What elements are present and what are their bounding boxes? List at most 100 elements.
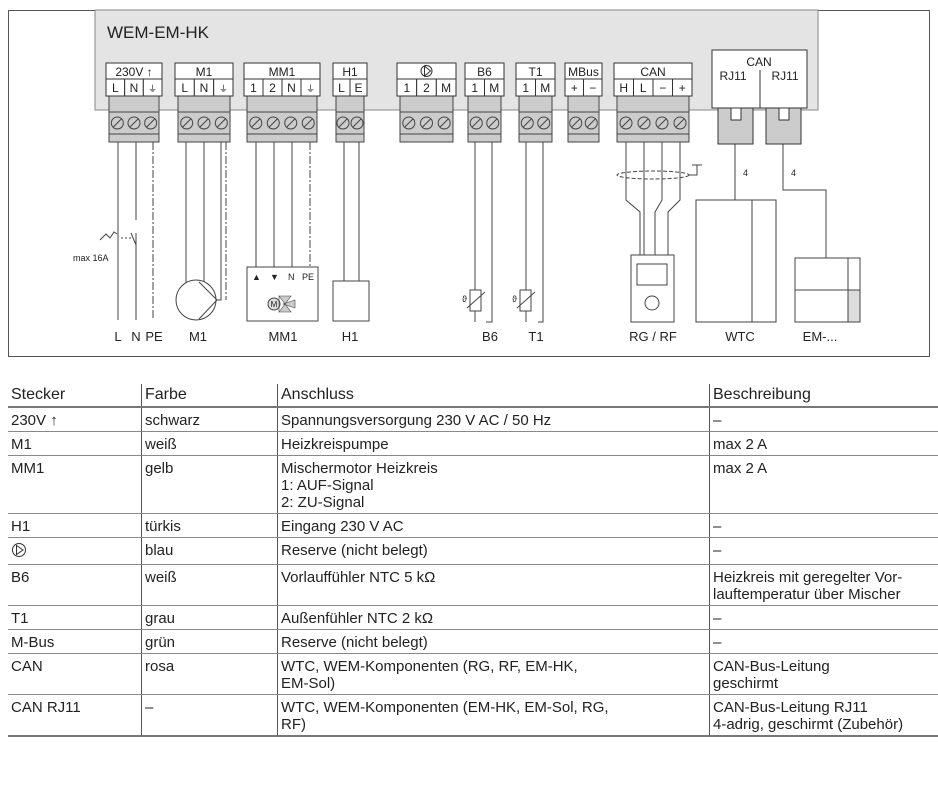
cell-stecker: CAN: [8, 653, 142, 695]
svg-text:PE: PE: [145, 329, 163, 344]
header-stecker: Stecker: [8, 384, 142, 408]
three-way-valve-icon: [278, 295, 296, 313]
cell-beschreibung: CAN-Bus-Leitung geschirmt: [709, 653, 938, 695]
cell-anschluss: Reserve (nicht belegt): [277, 537, 710, 565]
pin-label: ⏚: [219, 84, 228, 94]
cell-farbe: türkis: [141, 513, 278, 538]
svg-text:T1: T1: [528, 329, 543, 344]
svg-text:N: N: [288, 272, 295, 282]
cell-stecker: T1: [8, 605, 142, 630]
pin-label: L: [112, 81, 119, 95]
cell-farbe: blau: [141, 537, 278, 565]
room-unit-rg-rf: [630, 254, 675, 323]
motor-icon: [267, 297, 281, 311]
cell-stecker: M-Bus: [8, 629, 142, 654]
pin-label: N: [200, 81, 209, 95]
cell-farbe: grau: [141, 605, 278, 630]
cell-stecker: H1: [8, 513, 142, 538]
svg-text:CAN: CAN: [746, 55, 771, 69]
table-header-row: Stecker Farbe Anschluss Beschreibung: [8, 384, 938, 408]
terminal-label: T1: [528, 65, 542, 79]
em-module: [794, 257, 861, 323]
pin-label: ⏚: [148, 84, 157, 94]
cell-anschluss: Heizkreispumpe: [277, 431, 710, 456]
pin-label: +: [679, 81, 686, 95]
cell-farbe: –: [141, 694, 278, 737]
cell-anschluss: WTC, WEM-Komponenten (EM-HK, EM-Sol, RG,…: [277, 694, 710, 737]
pin-label: 1: [522, 81, 529, 95]
h1-contact-box: [332, 280, 370, 322]
cell-beschreibung: –: [709, 537, 938, 565]
cell-anschluss: WTC, WEM-Komponenten (RG, RF, EM-HK, EM-…: [277, 653, 710, 695]
cell-stecker: 230V ↑: [8, 407, 142, 432]
pin-label: L: [181, 81, 188, 95]
pin-label: N: [130, 81, 139, 95]
svg-text:EM-...: EM-...: [803, 329, 838, 344]
cell-stecker: M1: [8, 431, 142, 456]
svg-text:MM1: MM1: [269, 329, 298, 344]
pin-label: H: [619, 81, 628, 95]
terminal-label: 230V ↑: [115, 65, 152, 79]
cell-farbe: rosa: [141, 653, 278, 695]
svg-text:H1: H1: [342, 329, 359, 344]
pin-label: 2: [423, 81, 430, 95]
header-farbe: Farbe: [141, 384, 278, 408]
pin-label: ⏚: [306, 84, 315, 94]
cell-beschreibung: CAN-Bus-Leitung RJ11 4-adrig, geschirmt …: [709, 694, 938, 737]
cell-farbe: grün: [141, 629, 278, 654]
pin-label: N: [287, 81, 296, 95]
svg-text:RG / RF: RG / RF: [629, 329, 677, 344]
cell-stecker: [8, 537, 142, 565]
pin-label: +: [571, 81, 578, 95]
cell-anschluss: Spannungsversorgung 230 V AC / 50 Hz: [277, 407, 710, 432]
terminal-label: H1: [342, 65, 358, 79]
svg-text:▲: ▲: [252, 272, 261, 282]
cell-beschreibung: –: [709, 629, 938, 654]
pin-label: 1: [403, 81, 410, 95]
pin-label: −: [589, 81, 596, 95]
table-row: CAN RJ11–WTC, WEM-Komponenten (EM-HK, EM…: [8, 694, 938, 737]
terminal-mbus: MBus +−: [564, 62, 603, 143]
svg-text:RJ11: RJ11: [719, 69, 746, 83]
svg-text:4: 4: [743, 168, 748, 178]
terminal-label: CAN: [640, 65, 665, 79]
wtc-boiler: [695, 199, 777, 323]
svg-text:RJ11: RJ11: [771, 69, 798, 83]
cell-anschluss: Mischermotor Heizkreis 1: AUF-Signal 2: …: [277, 455, 710, 514]
cell-farbe: schwarz: [141, 407, 278, 432]
pin-label: M: [489, 81, 499, 95]
pin-label: M: [540, 81, 550, 95]
cell-beschreibung: max 2 A: [709, 455, 938, 514]
pin-label: −: [659, 81, 666, 95]
cell-anschluss: Eingang 230 V AC: [277, 513, 710, 538]
cell-beschreibung: Heizkreis mit geregelter Vor- lauftemper…: [709, 564, 938, 606]
terminal-label: MBus: [568, 65, 599, 79]
header-beschreibung: Beschreibung: [709, 384, 938, 408]
cell-anschluss: Reserve (nicht belegt): [277, 629, 710, 654]
pump-icon: [420, 64, 433, 78]
svg-text:B6: B6: [482, 329, 498, 344]
svg-text:ϑ: ϑ: [512, 294, 517, 304]
cell-anschluss: Außenfühler NTC 2 kΩ: [277, 605, 710, 630]
svg-text:N: N: [131, 329, 140, 344]
cell-farbe: weiß: [141, 431, 278, 456]
cell-anschluss: Vorlauffühler NTC 5 kΩ: [277, 564, 710, 606]
pin-label: 1: [250, 81, 257, 95]
pin-label: 1: [471, 81, 478, 95]
fuse-switch: [99, 231, 137, 246]
